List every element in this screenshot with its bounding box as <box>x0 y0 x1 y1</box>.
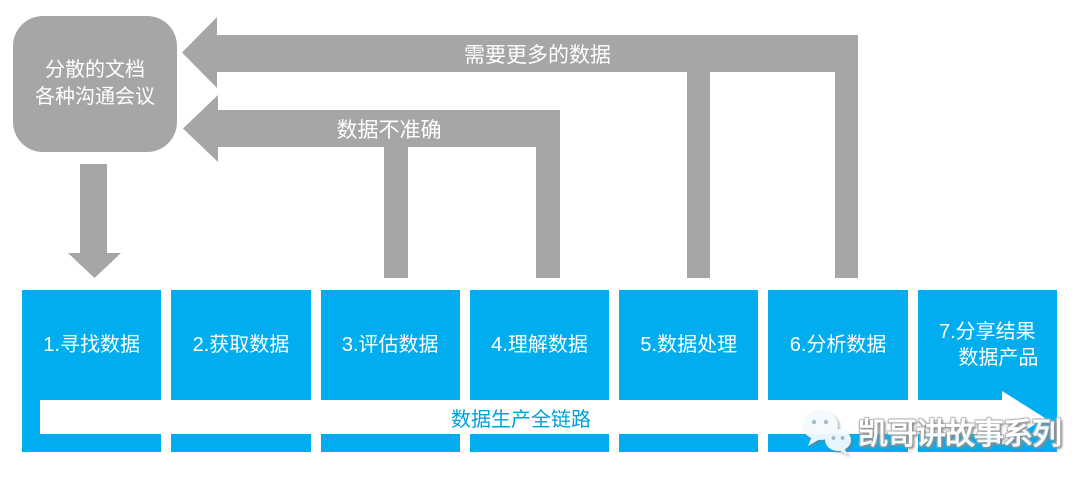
feedback-arrow1-connector-step5 <box>687 72 710 278</box>
watermark-text: 凯哥讲故事系列 <box>858 418 1062 451</box>
pipeline-step-3-label: 3.评估数据 <box>341 334 439 356</box>
feedback-arrow2-connector-step3 <box>384 147 408 278</box>
pipeline-step-7-label: 7.分享结果 <box>938 321 1036 343</box>
feedback-arrow2-data-inaccurate: 数据不准确 <box>218 110 560 147</box>
scattered-docs-line1: 分散的文档 <box>45 59 145 81</box>
feedback-arrow1-need-more-data: 需要更多的数据 <box>217 35 858 72</box>
pipeline-banner: 数据生产全链路 <box>40 400 1002 434</box>
feedback-arrow1-label: 需要更多的数据 <box>464 43 611 67</box>
feedback-arrow2-connector-step4 <box>536 147 560 278</box>
pipeline-banner-label: 数据生产全链路 <box>451 408 591 431</box>
pipeline-step-4-label: 4.理解数据 <box>491 334 588 356</box>
pipeline-step-1-label: 1.寻找数据 <box>43 334 140 356</box>
pipeline-step-5-label: 5.数据处理 <box>640 334 738 356</box>
feedback-arrow1-connector-step6 <box>835 72 858 278</box>
pipeline-step-6-label: 6.分析数据 <box>789 334 887 356</box>
down-arrow-shaft <box>80 164 107 253</box>
pipeline-step-2-label: 2.获取数据 <box>192 334 290 356</box>
feedback-arrow2-arrowhead-icon <box>183 95 218 162</box>
down-arrow-head-icon <box>68 253 121 278</box>
watermark: 凯哥讲故事系列 <box>800 406 1062 456</box>
pipeline-step-7-label2: 数据产品 <box>958 347 1039 369</box>
scattered-docs-line2: 各种沟通会议 <box>35 86 155 108</box>
feedback-arrow2-label: 数据不准确 <box>336 118 442 142</box>
wechat-icon <box>802 410 851 455</box>
scattered-docs-box: 分散的文档 各种沟通会议 <box>13 16 177 152</box>
feedback-arrow1-arrowhead-icon <box>182 17 217 88</box>
